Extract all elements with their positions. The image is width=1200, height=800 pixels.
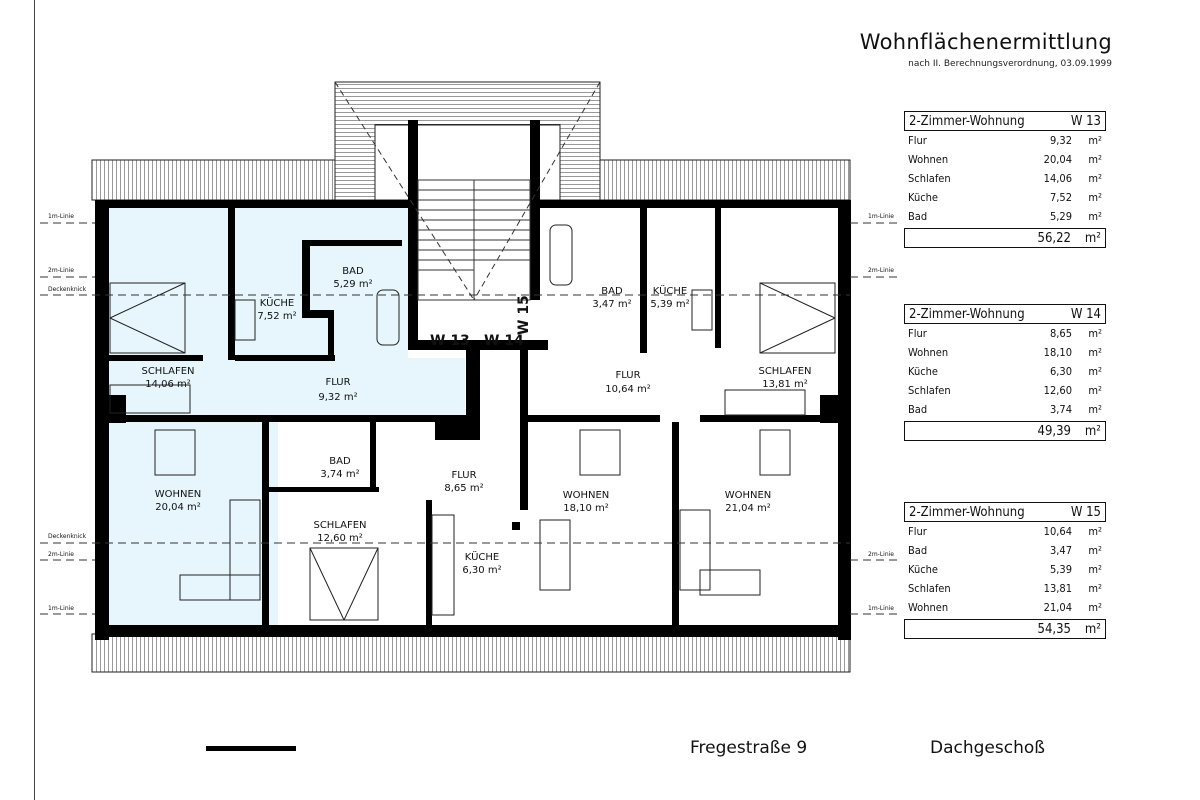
svg-text:3,74 m²: 3,74 m²: [320, 469, 359, 480]
svg-text:21,04 m²: 21,04 m²: [725, 503, 771, 514]
unit-marker-w14: W 14: [484, 333, 524, 349]
svg-text:3,47 m²: 3,47 m²: [592, 299, 631, 310]
room-labels: SCHLAFEN 14,06 m² KÜCHE 7,52 m² BAD 5,29 m²…: [141, 266, 811, 576]
svg-text:5,39 m²: 5,39 m²: [650, 299, 689, 310]
svg-text:13,81 m²: 13,81 m²: [762, 379, 808, 390]
svg-text:BAD: BAD: [601, 286, 623, 297]
label-1m-line: 1m-Linie: [868, 605, 894, 612]
label-2m-line: 2m-Linie: [868, 551, 894, 558]
address: Fregestraße 9: [690, 738, 808, 758]
svg-text:KÜCHE: KÜCHE: [653, 284, 687, 297]
unit-title: 2-Zimmer-Wohnung: [909, 504, 1025, 520]
walls: [95, 120, 851, 640]
svg-text:5,29 m²: 5,29 m²: [333, 279, 372, 290]
unit-marker-w15: W 15: [516, 295, 532, 335]
unit-title: 2-Zimmer-Wohnung: [909, 113, 1025, 129]
label-2m-line: 2m-Linie: [48, 551, 74, 558]
svg-text:18,10 m²: 18,10 m²: [563, 503, 609, 514]
label-2m-line: 2m-Linie: [868, 267, 894, 274]
svg-text:KÜCHE: KÜCHE: [260, 296, 294, 309]
svg-text:SCHLAFEN: SCHLAFEN: [758, 366, 811, 377]
svg-text:FLUR: FLUR: [325, 377, 350, 388]
label-1m-line: 1m-Linie: [868, 213, 894, 220]
svg-text:20,04 m²: 20,04 m²: [155, 502, 201, 513]
svg-text:WOHNEN: WOHNEN: [725, 490, 772, 501]
svg-text:FLUR: FLUR: [615, 370, 640, 381]
svg-text:FLUR: FLUR: [451, 470, 476, 481]
scale-bar: [206, 746, 296, 751]
frame-border: [34, 0, 35, 800]
svg-text:7,52 m²: 7,52 m²: [257, 311, 296, 322]
svg-text:SCHLAFEN: SCHLAFEN: [313, 520, 366, 531]
staircase: [334, 81, 601, 301]
label-2m-line: 2m-Linie: [48, 267, 74, 274]
svg-text:14,06 m²: 14,06 m²: [145, 379, 191, 390]
unit-id: W 15: [1070, 504, 1101, 520]
furniture: [109, 224, 836, 621]
svg-text:9,32 m²: 9,32 m²: [318, 392, 357, 403]
svg-text:KÜCHE: KÜCHE: [465, 550, 499, 563]
label-ceiling-break: Deckenknick: [48, 286, 87, 293]
svg-text:BAD: BAD: [329, 456, 351, 467]
svg-text:10,64 m²: 10,64 m²: [605, 384, 651, 395]
label-1m-line: 1m-Linie: [48, 213, 74, 220]
level-lines: [40, 222, 900, 615]
unit-id: W 13: [1070, 113, 1101, 129]
unit-id: W 14: [1070, 306, 1101, 322]
svg-text:WOHNEN: WOHNEN: [563, 490, 610, 501]
svg-text:SCHLAFEN: SCHLAFEN: [141, 366, 194, 377]
svg-text:12,60 m²: 12,60 m²: [317, 533, 363, 544]
page-title: Wohnflächenermittlung: [859, 30, 1112, 54]
unit-marker-w13: W 13: [430, 333, 470, 349]
svg-text:8,65 m²: 8,65 m²: [444, 483, 483, 494]
page-subtitle: nach II. Berechnungsverordnung, 03.09.19…: [908, 59, 1112, 69]
label-1m-line: 1m-Linie: [48, 605, 74, 612]
floor-name: Dachgeschoß: [930, 738, 1045, 758]
label-ceiling-break: Deckenknick: [48, 533, 87, 540]
roof-eave-bottom: [91, 633, 851, 673]
svg-text:BAD: BAD: [342, 266, 364, 277]
svg-text:6,30 m²: 6,30 m²: [462, 565, 501, 576]
unit-title: 2-Zimmer-Wohnung: [909, 306, 1025, 322]
svg-text:WOHNEN: WOHNEN: [155, 489, 202, 500]
